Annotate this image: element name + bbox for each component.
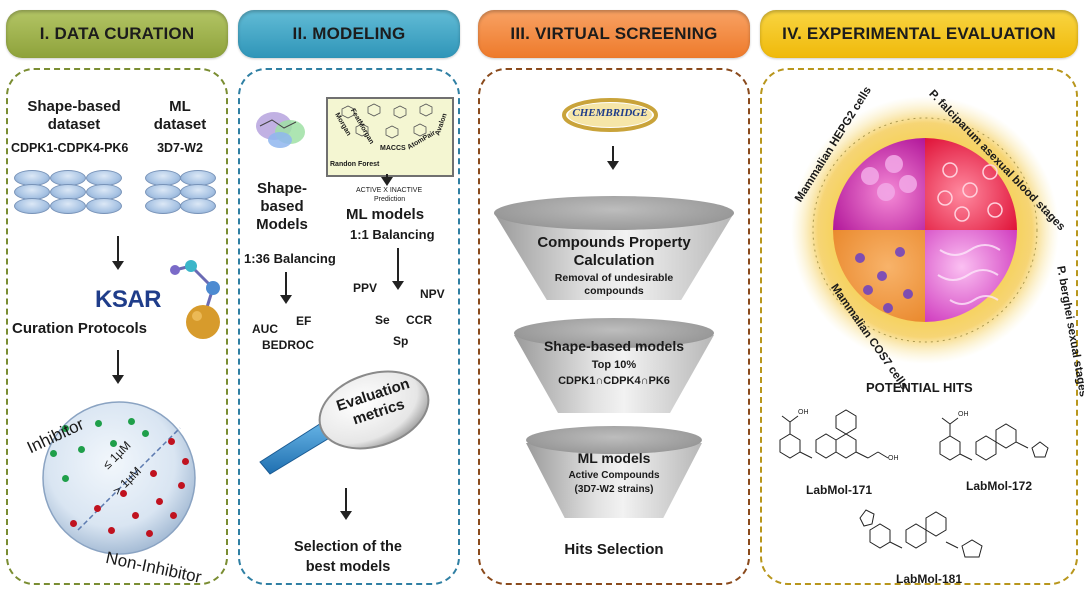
ml-metrics-arrow	[392, 248, 404, 290]
shape-balancing-label: 1:36 Balancing	[244, 251, 336, 266]
compound-label-181: LabMol-181	[896, 572, 963, 586]
structure-labmol-181	[852, 500, 992, 570]
fingerprint-arrow	[381, 174, 393, 186]
shape-dataset-line1: Shape-based	[27, 98, 121, 115]
shape-dataset-title: Shape-based dataset	[14, 98, 134, 134]
ml-dataset-line1: ML	[169, 98, 191, 115]
metric-npv: NPV	[420, 287, 445, 301]
ml-dataset-strains: 3D7-W2	[157, 141, 203, 155]
ml-fingerprint-structures	[341, 103, 433, 139]
funnel2-title: Shape-based models	[543, 338, 685, 354]
shape-models-line1: Shape-	[256, 180, 307, 197]
funnel1-sub-line1: Removal of undesirable	[554, 272, 674, 284]
curation-protocols-label: Curation Protocols	[12, 320, 148, 337]
compound-label-171: LabMol-171	[806, 483, 873, 497]
funnel3-sub-line2: (3D7-W2 strains)	[574, 484, 654, 495]
selection-best-models: Selection of the best models	[270, 537, 426, 577]
evaluation-metrics-magnifier-icon	[254, 368, 454, 478]
svg-text:OH: OH	[798, 409, 809, 416]
active-inactive-label: ACTIVE X INACTIVE	[356, 187, 423, 194]
ml-balancing-label: 1:1 Balancing	[350, 227, 435, 242]
shape-models-line2: based	[260, 198, 304, 215]
structure-labmol-171: OH OH	[772, 400, 902, 470]
ml-fingerprint-panel: Morgan FeatMorgan MACCS AtomPair Avalon …	[326, 97, 454, 177]
funnel1-title-line1: Compounds Property	[537, 234, 691, 251]
header-virtual-screening: III. VIRTUAL SCREENING	[478, 10, 750, 58]
metric-auc: AUC	[252, 322, 278, 336]
shape-overlay-molecule-image	[250, 100, 310, 156]
funnel2-sub-line2: CDPK1∩CDPK4∩PK6	[558, 375, 670, 387]
ml-dataset-line2: dataset	[153, 116, 207, 133]
ml-dataset-title: ML dataset	[140, 98, 220, 134]
metric-ef: EF	[296, 314, 312, 328]
structure-labmol-172: OH	[932, 402, 1062, 472]
funnel-shape-based-models: Shape-based models Top 10% CDPK1∩CDPK4∩P…	[514, 318, 714, 413]
funnel2-sub-line1: Top 10%	[591, 359, 637, 371]
svg-text:OH: OH	[888, 455, 899, 462]
inhibitor-classification-sphere	[28, 398, 210, 558]
chembridge-logo-text: CHEMBRIDGE	[572, 107, 648, 119]
header-data-curation: I. DATA CURATION	[6, 10, 228, 58]
prediction-label: Prediction	[374, 196, 406, 203]
chembridge-logo: CHEMBRIDGE	[562, 97, 658, 133]
fp-label-maccs: MACCS	[380, 145, 406, 152]
funnel1-sub-line2: compounds	[584, 285, 644, 297]
panel-modeling	[238, 68, 460, 585]
potential-hits-label: POTENTIAL HITS	[866, 380, 973, 395]
funnel3-title: ML models	[577, 450, 651, 466]
header-modeling: II. MODELING	[238, 10, 460, 58]
hits-selection-label: Hits Selection	[564, 541, 664, 558]
funnel-compound-property: Compounds Property Calculation Removal o…	[494, 196, 734, 300]
ksar-logo	[95, 258, 227, 346]
header-modeling-label: II. MODELING	[292, 24, 406, 43]
funnel3-sub-line1: Active Compounds	[568, 470, 660, 481]
shape-dataset-line2: dataset	[47, 116, 101, 133]
ksar-molecule-graphic	[170, 260, 220, 339]
screening-arrow-1	[607, 146, 619, 170]
funnel1-title-line2: Calculation	[573, 252, 655, 269]
curation-arrow-1	[112, 236, 124, 270]
panel-data-curation	[6, 68, 228, 585]
compound-label-172: LabMol-172	[966, 479, 1033, 493]
metric-se: Se	[375, 313, 390, 327]
metric-ppv: PPV	[353, 281, 378, 295]
shape-models-title: Shape- based Models	[254, 180, 310, 234]
ml-models-title: ML models	[346, 206, 425, 223]
metric-bedroc: BEDROC	[262, 338, 315, 352]
experimental-assay-circle	[790, 80, 1060, 380]
header-experimental-evaluation: IV. EXPERIMENTAL EVALUATION	[760, 10, 1078, 58]
header-virtual-screening-label: III. VIRTUAL SCREENING	[510, 24, 718, 43]
header-data-curation-label: I. DATA CURATION	[39, 24, 195, 43]
metric-sp: Sp	[393, 334, 409, 348]
selection-arrow	[340, 488, 352, 520]
shape-models-line3: Models	[256, 216, 308, 233]
panel-experimental-evaluation	[760, 68, 1078, 585]
selection-line2: best models	[305, 559, 391, 575]
curation-arrow-2	[112, 350, 124, 384]
metric-ccr: CCR	[406, 313, 432, 327]
panel-virtual-screening	[478, 68, 750, 585]
selection-line1: Selection of the	[294, 539, 402, 555]
funnel-ml-models: ML models Active Compounds (3D7-W2 strai…	[526, 426, 702, 518]
random-forest-label: Randon Forest	[330, 161, 380, 168]
ksar-logo-text: KSAR	[95, 286, 162, 313]
svg-text:OH: OH	[958, 411, 969, 418]
shape-dataset-targets: CDPK1-CDPK4-PK6	[11, 141, 129, 155]
header-experimental-evaluation-label: IV. EXPERIMENTAL EVALUATION	[782, 24, 1056, 43]
shape-metrics-arrow	[280, 272, 292, 304]
